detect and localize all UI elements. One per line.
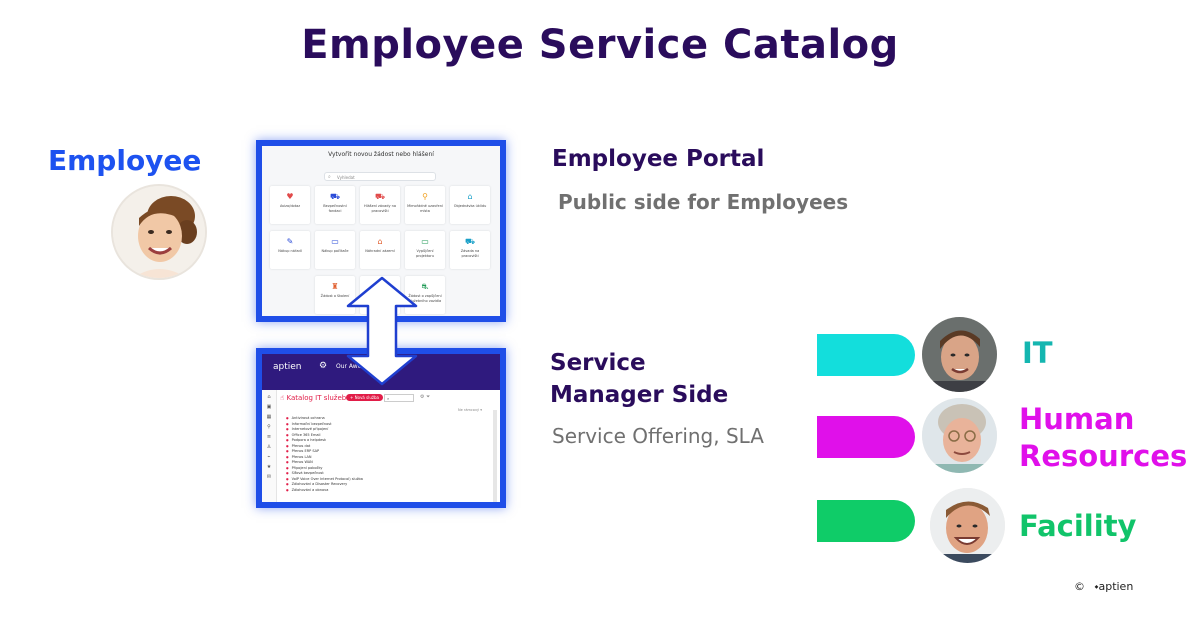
- facility-team-label: Facility: [1019, 509, 1137, 543]
- tile-icon: ⛟: [464, 237, 476, 246]
- filter-icon[interactable]: ⚙ ⏷: [420, 394, 431, 400]
- aptien-footer-logo: ⬩aptien: [1094, 580, 1134, 593]
- tile-icon: ⛟: [329, 192, 341, 201]
- portal-search-input[interactable]: Vyhledat: [324, 172, 436, 182]
- tile-label: Vypůjčení projektoru: [415, 249, 435, 258]
- tile-icon: ✎: [286, 237, 294, 246]
- service-tile[interactable]: ♥ Avizo/dotaz: [270, 186, 310, 224]
- search-icon[interactable]: ⌕: [384, 394, 414, 402]
- mail-icon[interactable]: ✉: [266, 474, 272, 480]
- tile-icon: ▭: [421, 237, 429, 246]
- hr-color-bar: [817, 416, 915, 458]
- tile-label: Hlášení závady na pracovišti: [364, 204, 396, 213]
- tile-label: Žádost o školení: [320, 294, 350, 298]
- service-tile[interactable]: ⌂ Objednávka úklidu: [450, 186, 490, 224]
- tile-icon: ♥: [286, 192, 294, 201]
- tile-label: Náhradní zázemí: [365, 249, 395, 253]
- chart-icon[interactable]: ⌁: [267, 454, 271, 460]
- service-list: Antivirová ochranaInformační bezpečnostI…: [286, 416, 363, 493]
- hr-avatar: [922, 398, 997, 473]
- it-avatar: [922, 317, 997, 392]
- list-item[interactable]: Připojení pobočky: [286, 466, 363, 472]
- tile-label: Bezpečnostní fondaci: [323, 204, 347, 213]
- home-icon[interactable]: ⌂: [267, 394, 271, 400]
- tile-icon: ⛟: [374, 192, 386, 201]
- list-item[interactable]: Přenos ERP SAP: [286, 449, 363, 455]
- aptien-logo: aptien: [273, 362, 302, 372]
- it-team-label: IT: [1022, 336, 1053, 370]
- tile-icon: ♜: [331, 282, 339, 291]
- list-item[interactable]: Zálohování a obnova: [286, 488, 363, 494]
- list-item[interactable]: Zálohování a Disaster Recovery: [286, 482, 363, 488]
- copyright-symbol: ©: [1074, 580, 1085, 593]
- gear-icon[interactable]: ⚙: [319, 361, 328, 371]
- service-tile[interactable]: ⛟ Závada na pracovišti: [450, 231, 490, 269]
- employee-label: Employee: [48, 144, 202, 177]
- list-item[interactable]: Síťová bezpečnost: [286, 471, 363, 477]
- list-item[interactable]: Přenos WAN: [286, 460, 363, 466]
- facility-avatar: [930, 488, 1005, 563]
- footer: © ⬩aptien: [1074, 580, 1133, 594]
- list-item[interactable]: VoIP Voice Over Internet Protocol) služb…: [286, 477, 363, 483]
- list-item[interactable]: Internetové připojení: [286, 427, 363, 433]
- service-manager-heading: Service Manager Side: [550, 350, 729, 408]
- tile-label: Nákup nářadí: [278, 249, 302, 253]
- tile-icon: ▭: [331, 237, 339, 246]
- manager-sidebar: ⌂ ▣ ▦ ⚲ ≡ ♙ ⌁ ★ ✉: [262, 390, 277, 502]
- tile-label: Nákup počítače: [321, 249, 349, 253]
- service-tile[interactable]: ▭ Nákup počítače: [315, 231, 355, 269]
- list-icon[interactable]: ≡: [266, 434, 272, 440]
- service-tile[interactable]: ⚲ Mimořádné uzavření místa: [405, 186, 445, 224]
- list-item[interactable]: Přenos dat: [286, 444, 363, 450]
- tile-label: Žádost o zapůjčení služebního vozidla: [408, 294, 442, 303]
- star-icon[interactable]: ★: [266, 464, 272, 470]
- new-service-button[interactable]: + Nová služba: [346, 394, 383, 401]
- facility-color-bar: [817, 500, 915, 542]
- people-icon[interactable]: ♙: [266, 444, 272, 450]
- it-color-bar: [817, 334, 915, 376]
- list-item[interactable]: Přenos LAN: [286, 455, 363, 461]
- list-item[interactable]: Podpora a helpdesk: [286, 438, 363, 444]
- service-tile[interactable]: ⛟ Bezpečnostní fondaci: [315, 186, 355, 224]
- hr-team-label: Human Resources: [1019, 402, 1188, 473]
- service-tile[interactable]: ⛐ Žádost o zapůjčení služebního vozidla: [405, 276, 445, 314]
- list-item[interactable]: Office 365 Email: [286, 433, 363, 439]
- calendar-icon[interactable]: ▦: [266, 414, 272, 420]
- tile-label: Závada na pracovišti: [460, 249, 480, 258]
- employee-portal-heading: Employee Portal: [552, 146, 765, 172]
- scrollbar[interactable]: [493, 410, 497, 502]
- filter-dropdown[interactable]: Ne rámcový ▾: [458, 408, 482, 412]
- double-arrow-icon: [346, 276, 418, 386]
- portal-screen-title: Vytvořit novou žádost nebo hlášení: [328, 151, 434, 158]
- service-tile[interactable]: ▭ Vypůjčení projektoru: [405, 231, 445, 269]
- service-tile[interactable]: ♜ Žádost o školení: [315, 276, 355, 314]
- tile-icon: ⚲: [422, 192, 428, 201]
- service-tile[interactable]: ✎ Nákup nářadí: [270, 231, 310, 269]
- employee-avatar: [113, 186, 205, 278]
- org-name: Our Awesom: [336, 363, 375, 370]
- service-tile[interactable]: ⛟ Hlášení závady na pracovišti: [360, 186, 400, 224]
- service-manager-subtitle: Service Offering, SLA: [552, 424, 764, 448]
- page-title: Employee Service Catalog: [301, 22, 899, 68]
- tile-icon: ⌂: [377, 237, 383, 246]
- inbox-icon[interactable]: ▣: [266, 404, 272, 410]
- tile-label: Objednávka úklidu: [453, 204, 487, 208]
- tile-icon: ⌂: [467, 192, 473, 201]
- location-icon[interactable]: ⚲: [267, 424, 271, 430]
- list-item[interactable]: Antivirová ochrana: [286, 416, 363, 422]
- catalog-title: ☝ Katalog IT služeb: [280, 394, 347, 402]
- employee-portal-subtitle: Public side for Employees: [558, 190, 849, 214]
- tile-label: Mimořádné uzavření místa: [407, 204, 443, 213]
- list-item[interactable]: Informační bezpečnost: [286, 422, 363, 428]
- tile-label: Avizo/dotaz: [279, 204, 301, 208]
- service-tile[interactable]: ⌂ Náhradní zázemí: [360, 231, 400, 269]
- tile-icon: ⛐: [421, 282, 429, 291]
